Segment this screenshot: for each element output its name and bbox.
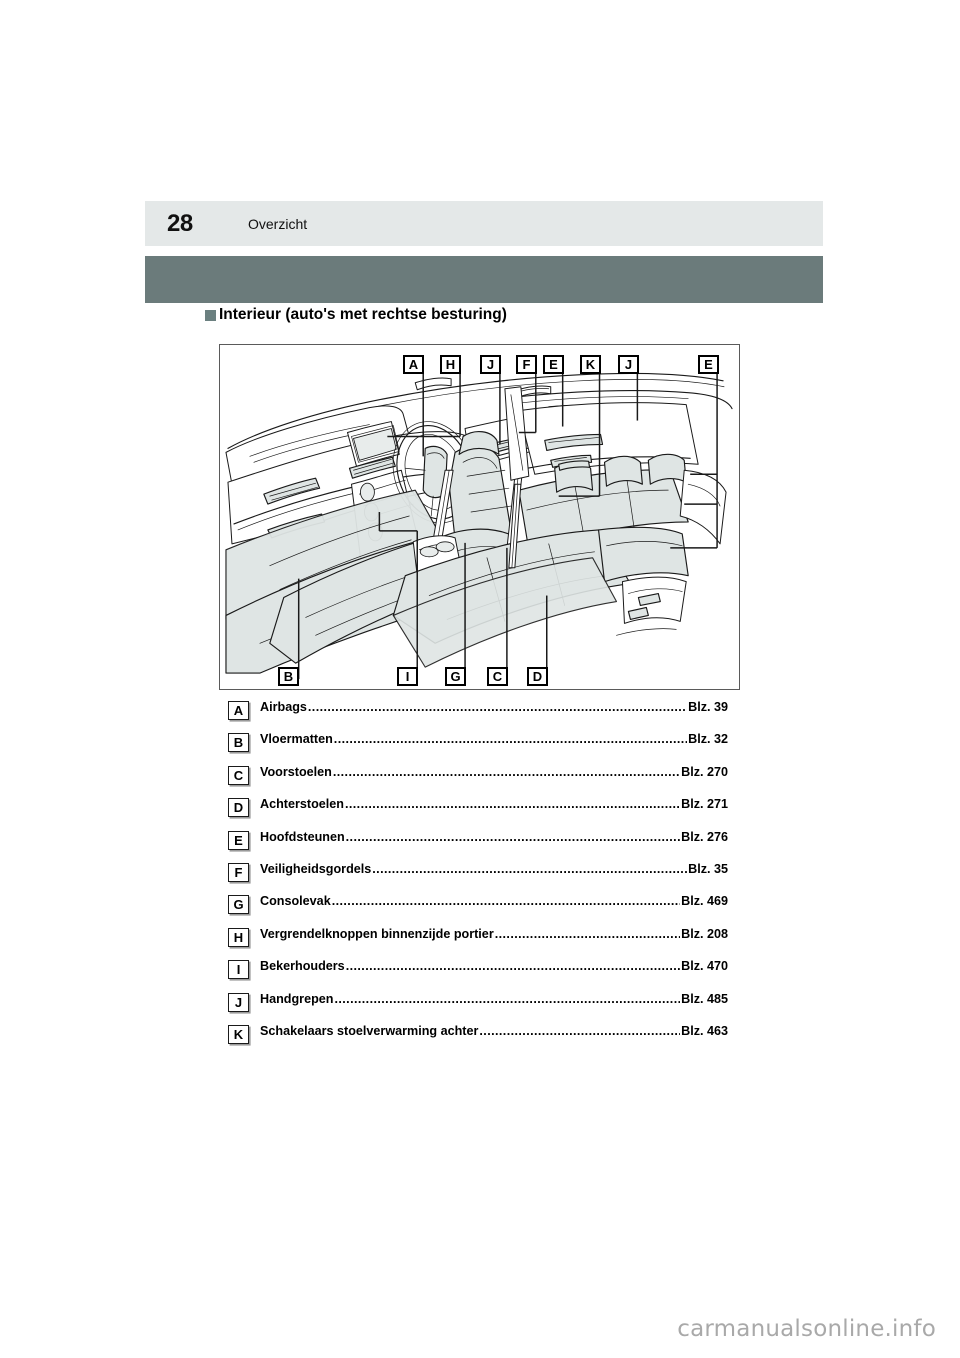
index-key-h: H <box>228 927 249 947</box>
index-entry: Schakelaars stoelverwarming achter......… <box>260 1024 728 1038</box>
index-entry-label: Voorstoelen <box>260 764 332 779</box>
index-row: E Hoofdsteunen...........................… <box>228 830 728 862</box>
index-key-d: D <box>228 798 249 818</box>
index-entry-label: Airbags <box>260 700 307 714</box>
index-key-k: K <box>228 1024 249 1044</box>
index-entry-label: Achterstoelen <box>260 797 344 812</box>
index-key-g: G <box>228 895 249 915</box>
index-entry: Achterstoelen...........................… <box>260 797 728 811</box>
callout-chip-bottom-i: I <box>397 667 418 686</box>
callout-chip-top-k: K <box>580 355 601 374</box>
page-number: 28 <box>167 210 193 237</box>
site-watermark: carmanualsonline.info <box>677 1316 936 1342</box>
index-entry-page: Blz. 271 <box>681 797 728 812</box>
index-row: J Handgrepen.............................… <box>228 992 728 1024</box>
callout-chip-bottom-d: D <box>527 667 548 686</box>
index-key-c: C <box>228 765 249 785</box>
index-entry: Airbags.................................… <box>260 700 728 714</box>
index-key-a: A <box>228 701 249 720</box>
index-entry-label: Schakelaars stoelverwarming achter <box>260 1023 479 1038</box>
index-entry: Consolevak..............................… <box>260 894 728 908</box>
index-entry-label: Handgrepen <box>260 991 334 1006</box>
index-entry: Vergrendelknoppen binnenzijde portier...… <box>260 927 728 941</box>
index-entry: Veiligheidsgordels......................… <box>260 862 728 876</box>
index-key-f: F <box>228 862 249 882</box>
chapter-color-band <box>145 256 823 303</box>
index-key-i: I <box>228 960 249 980</box>
callout-chip-top-h: H <box>440 355 461 374</box>
index-entry-page: Blz. 32 <box>688 732 728 747</box>
section-heading: Interieur (auto's met rechtse besturing) <box>205 306 507 324</box>
index-leader-dots: ........................................… <box>494 926 681 941</box>
callout-chip-top-e2: E <box>698 355 719 374</box>
square-bullet-icon <box>205 309 216 321</box>
index-row: C Voorstoelen............................… <box>228 765 728 797</box>
index-row: D Achterstoelen..........................… <box>228 797 728 829</box>
index-entry-label: Vloermatten <box>260 732 333 747</box>
index-entry-page: Blz. 470 <box>681 959 728 974</box>
index-row: H Vergrendelknoppen binnenzijde portier..… <box>228 927 728 959</box>
callout-chip-top-j2: J <box>618 355 639 374</box>
index-entry-label: Consolevak <box>260 894 331 909</box>
index-entry-page: Blz. 35 <box>688 861 728 876</box>
interior-line-drawing: .ln { fill:none; stroke:#1a1a1a; stroke-… <box>225 355 733 680</box>
index-leader-dots: ........................................… <box>334 991 680 1006</box>
index-entry-label: Veiligheidsgordels <box>260 861 372 876</box>
index-entry: Handgrepen..............................… <box>260 992 728 1006</box>
interior-index-list: A Airbags................................… <box>228 700 728 1056</box>
index-row: I Bekerhouders...........................… <box>228 959 728 991</box>
index-entry: Hoofdsteunen............................… <box>260 830 728 844</box>
index-entry-page: Blz. 270 <box>681 764 728 779</box>
callout-chip-bottom-c: C <box>487 667 508 686</box>
callout-chip-top-f: F <box>516 355 537 374</box>
index-entry-page: Blz. 469 <box>681 894 728 909</box>
index-leader-dots: ........................................… <box>333 732 688 747</box>
index-leader-dots: ........................................… <box>307 700 688 714</box>
index-key-e: E <box>228 830 249 850</box>
index-entry-label: Bekerhouders <box>260 959 345 974</box>
index-row: G Consolevak.............................… <box>228 894 728 926</box>
section-heading-text: Interieur (auto's met rechtse besturing) <box>219 306 507 323</box>
index-key-b: B <box>228 733 249 753</box>
callout-chip-top-a: A <box>403 355 424 374</box>
index-entry: Bekerhouders............................… <box>260 959 728 973</box>
index-entry-page: Blz. 485 <box>681 991 728 1006</box>
index-leader-dots: ........................................… <box>344 797 681 812</box>
index-row: K Schakelaars stoelverwarming achter.....… <box>228 1024 728 1056</box>
callout-chip-top-j1: J <box>480 355 501 374</box>
page-section-title: Overzicht <box>248 216 308 232</box>
index-leader-dots: ........................................… <box>345 959 680 974</box>
page-header-band <box>145 201 823 246</box>
index-entry-page: Blz. 208 <box>681 926 728 941</box>
index-leader-dots: ........................................… <box>345 829 680 844</box>
index-leader-dots: ........................................… <box>372 861 688 876</box>
index-entry: Voorstoelen.............................… <box>260 765 728 779</box>
index-leader-dots: ........................................… <box>332 764 680 779</box>
interior-diagram-figure: .ln { fill:none; stroke:#1a1a1a; stroke-… <box>219 344 740 690</box>
index-row: F Veiligheidsgordels.....................… <box>228 862 728 894</box>
index-key-j: J <box>228 992 249 1012</box>
index-entry: Vloermatten.............................… <box>260 732 728 746</box>
callout-chip-top-e1: E <box>543 355 564 374</box>
index-entry-label: Hoofdsteunen <box>260 829 345 844</box>
index-leader-dots: ........................................… <box>331 894 680 909</box>
callout-chip-bottom-b: B <box>278 667 299 686</box>
index-entry-page: Blz. 463 <box>681 1023 728 1038</box>
callout-chip-bottom-g: G <box>445 667 466 686</box>
index-entry-page: Blz. 276 <box>681 829 728 844</box>
index-row: A Airbags................................… <box>228 700 728 732</box>
index-leader-dots: ........................................… <box>479 1023 680 1038</box>
index-entry-label: Vergrendelknoppen binnenzijde portier <box>260 926 494 941</box>
index-row: B Vloermatten............................… <box>228 732 728 764</box>
index-entry-page: Blz. 39 <box>688 700 728 714</box>
